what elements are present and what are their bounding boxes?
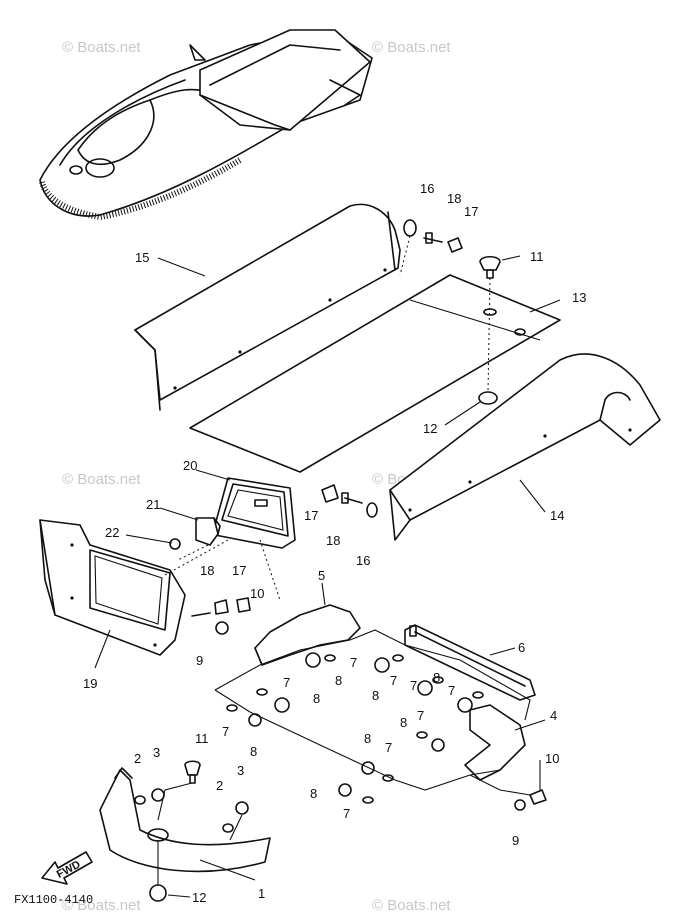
- callout-2: 2: [216, 778, 223, 793]
- fwd-label: FWD: [55, 858, 83, 880]
- callout-7: 7: [350, 655, 357, 670]
- callout-3: 3: [153, 745, 160, 760]
- callout-15: 15: [135, 250, 149, 265]
- callout-17: 17: [232, 563, 246, 578]
- callout-11: 11: [195, 731, 209, 746]
- callout-8: 8: [310, 786, 317, 801]
- callout-labels: 15 16 18 17 11 13 12 20 21 22 17 18 16 1…: [83, 181, 586, 905]
- callout-5: 5: [318, 568, 325, 583]
- callout-10: 10: [250, 586, 264, 601]
- leader-lines: [94, 255, 561, 898]
- part-1-bumper: [99, 767, 271, 873]
- callout-8: 8: [364, 731, 371, 746]
- callout-8: 8: [372, 688, 379, 703]
- callout-17: 17: [464, 204, 478, 219]
- watermark: © Boats.net: [372, 39, 451, 56]
- callout-19: 19: [83, 676, 97, 691]
- callout-7: 7: [222, 724, 229, 739]
- callout-2: 2: [134, 751, 141, 766]
- callout-7: 7: [385, 740, 392, 755]
- fwd-arrow-icon: FWD: [41, 851, 93, 885]
- callout-9: 9: [512, 833, 519, 848]
- watermark: © Boats.net: [62, 897, 141, 914]
- part-15-top-cover: [134, 203, 401, 411]
- part-14-side-cover: [389, 353, 661, 541]
- callout-14: 14: [550, 508, 564, 523]
- callout-8: 8: [433, 670, 440, 685]
- callout-13: 13: [572, 290, 586, 305]
- callout-7: 7: [410, 678, 417, 693]
- callout-22: 22: [105, 525, 119, 540]
- diagram-code: FX1100-4140: [14, 893, 93, 907]
- callout-7: 7: [417, 708, 424, 723]
- callout-10: 10: [545, 751, 559, 766]
- callout-20: 20: [183, 458, 197, 473]
- watermark: © Boats.net: [372, 897, 451, 914]
- callout-7: 7: [343, 806, 350, 821]
- callout-9: 9: [196, 653, 203, 668]
- callout-1: 1: [258, 886, 265, 901]
- callout-12: 12: [192, 890, 206, 905]
- part-19-hatch-frame: [39, 519, 186, 656]
- callout-8: 8: [313, 691, 320, 706]
- callout-7: 7: [390, 673, 397, 688]
- callout-7: 7: [283, 675, 290, 690]
- callout-18: 18: [200, 563, 214, 578]
- callout-12: 12: [423, 421, 437, 436]
- callout-21: 21: [146, 497, 160, 512]
- callout-8: 8: [335, 673, 342, 688]
- watermark: © Boats.net: [62, 39, 141, 56]
- part-13-mat: [189, 274, 561, 473]
- callout-8: 8: [250, 744, 257, 759]
- watermark: © Boats.net: [62, 471, 141, 488]
- part-5-bracket: [254, 604, 361, 666]
- assembly-lines: [157, 235, 531, 885]
- callout-3: 3: [237, 763, 244, 778]
- callout-6: 6: [518, 640, 525, 655]
- callout-17: 17: [304, 508, 318, 523]
- callout-11: 11: [530, 249, 544, 264]
- callout-18: 18: [447, 191, 461, 206]
- callout-18: 18: [326, 533, 340, 548]
- part-20-hatch-lid: [214, 477, 296, 549]
- callout-16: 16: [420, 181, 434, 196]
- callout-8: 8: [400, 715, 407, 730]
- part-4-bracket: [464, 704, 526, 781]
- callout-4: 4: [550, 708, 557, 723]
- watercraft-overview: [39, 29, 373, 221]
- callout-16: 16: [356, 553, 370, 568]
- callout-7: 7: [448, 683, 455, 698]
- part-21-latch: [195, 517, 221, 546]
- fasteners: [134, 219, 547, 902]
